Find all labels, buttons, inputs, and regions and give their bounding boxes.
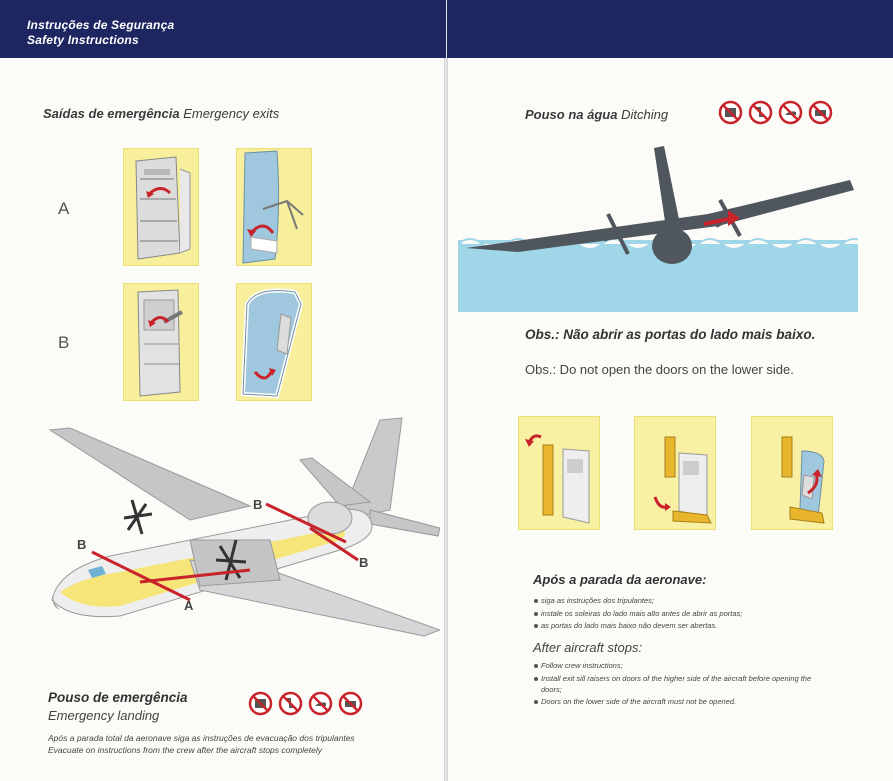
ditching-step-3-illustration [751, 416, 833, 530]
ditching-aircraft-illustration [457, 144, 867, 312]
list-item: Follow crew instructions; [533, 660, 823, 671]
exit-a-window-illustration [236, 148, 312, 266]
no-smoking-icon [718, 100, 743, 125]
header-bar-right [447, 0, 893, 58]
emergency-landing-note-en: Evacuate on instructions from the crew a… [48, 745, 323, 755]
aircraft-label-b-right: B [359, 555, 369, 570]
aircraft-exit-diagram: B B B A [40, 410, 442, 640]
ditching-obs-en: Obs.: Do not open the doors on the lower… [525, 362, 794, 377]
emergency-exits-heading: Saídas de emergência Emergency exits [43, 106, 279, 121]
after-stop-list-pt: siga as instruções dos tripulantes; inst… [533, 595, 823, 633]
aircraft-label-b-top: B [253, 497, 263, 512]
exit-label-a: A [58, 199, 70, 218]
header-title-pt: Instruções de Segurança [27, 18, 175, 32]
fold-crease [444, 0, 448, 781]
emergency-exits-heading-en: Emergency exits [183, 106, 280, 121]
ditching-heading-pt: Pouso na água [525, 107, 618, 122]
no-electronics-icon [748, 100, 773, 125]
exit-label-b: B [58, 333, 70, 352]
aircraft-label-b-left: B [77, 537, 87, 552]
ditching-obs-pt: Obs.: Não abrir as portas do lado mais b… [525, 327, 816, 342]
ditching-heading-en: Ditching [621, 107, 669, 122]
ditching-step-2-illustration [634, 416, 716, 530]
emergency-exits-heading-pt: Saídas de emergência [43, 106, 180, 121]
emergency-landing-heading-pt: Pouso de emergência [48, 690, 188, 705]
ditching-step-1-illustration [518, 416, 600, 530]
list-item: Install exit sill raisers on doors of th… [533, 673, 823, 695]
no-high-heels-icon [308, 691, 333, 716]
no-smoking-icon [248, 691, 273, 716]
emergency-landing-heading-en: Emergency landing [48, 708, 160, 723]
exit-b-door-illustration [123, 283, 199, 401]
header-bar: Instruções de Segurança Safety Instructi… [0, 0, 446, 58]
emergency-landing-note-pt: Após a parada total da aeronave siga as … [48, 733, 355, 743]
aircraft-label-a-bottom: A [184, 598, 194, 613]
left-panel [0, 0, 446, 781]
emergency-landing-prohibition-icons [248, 691, 363, 716]
list-item: instale os soleiras do lado mais alto an… [533, 608, 823, 619]
ditching-heading: Pouso na água Ditching [525, 107, 668, 122]
exit-b-window-illustration [236, 283, 312, 401]
header-title-en: Safety Instructions [27, 33, 139, 47]
list-item: as portas do lado mais baixo não devem s… [533, 620, 823, 631]
after-stop-heading-en: After aircraft stops: [533, 640, 643, 655]
no-luggage-icon [338, 691, 363, 716]
no-electronics-icon [278, 691, 303, 716]
ditching-prohibition-icons [718, 100, 833, 125]
no-high-heels-icon [778, 100, 803, 125]
exit-a-door-illustration [123, 148, 199, 266]
right-panel [447, 0, 893, 781]
list-item: siga as instruções dos tripulantes; [533, 595, 823, 606]
no-luggage-icon [808, 100, 833, 125]
list-item: Doors on the lower side of the aircraft … [533, 696, 823, 707]
after-stop-heading-pt: Após a parada da aeronave: [533, 572, 707, 587]
after-stop-list-en: Follow crew instructions; Install exit s… [533, 660, 823, 709]
